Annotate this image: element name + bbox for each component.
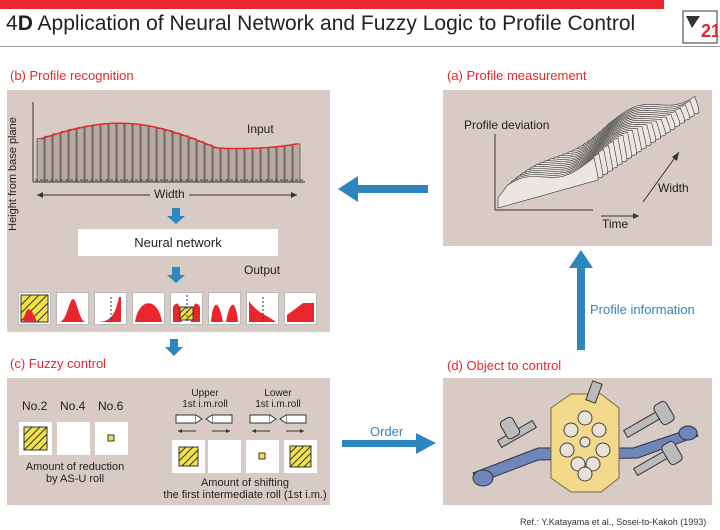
waterfall-curve [497, 157, 599, 209]
profile-bar [60, 131, 69, 183]
y-axis-label: Height from base plane [7, 117, 19, 231]
time-arrow-head [633, 213, 639, 219]
down-flow-arrow-icon [165, 339, 183, 356]
shift-tile-4 [284, 440, 317, 473]
profile-3d-plot [494, 95, 700, 219]
profile-bar [164, 130, 173, 183]
profile-curve [40, 122, 298, 150]
roll-label-no6: No.6 [98, 399, 124, 413]
profile-bar [276, 145, 285, 183]
profile-bar [220, 148, 229, 183]
down-arrow-icon [167, 267, 185, 283]
waterfall-curves [497, 95, 700, 209]
output-pattern-tile [18, 292, 51, 325]
profile-bar [268, 146, 277, 183]
profile-bar [140, 124, 149, 183]
profile-bar [244, 148, 253, 183]
right-flow-arrow-icon [342, 433, 436, 454]
profile-bar [36, 138, 45, 183]
title-letter: D [17, 12, 33, 35]
title-number: 4 [6, 12, 18, 35]
profile-bar [292, 143, 301, 183]
profile-bar [172, 132, 181, 183]
roll-label-no4: No.4 [60, 399, 86, 413]
profile-bar [188, 138, 197, 183]
header-divider [0, 46, 720, 47]
neural-network-box: Neural network [78, 229, 278, 256]
width-arrow-left [37, 192, 43, 198]
profile-bar [156, 128, 165, 183]
width-arrow-line [642, 151, 680, 203]
output-pattern-tile [208, 292, 241, 325]
profile-bar [44, 135, 53, 183]
profile-information-label: Profile information [590, 302, 695, 317]
profile-bar [92, 124, 101, 183]
profile-bar [236, 148, 245, 183]
width-label: Width [658, 181, 689, 195]
profile-bar [116, 122, 125, 183]
svg-text:21: 21 [701, 21, 718, 41]
reference-note: Ref.: Y.Katayama et al., Sosei-to-Kakoh … [520, 517, 707, 527]
shifting-caption: Amount of shifting the first intermediat… [163, 477, 327, 501]
profile-bar [252, 147, 261, 183]
profile-bar [108, 122, 117, 183]
profile-bar [132, 123, 141, 183]
output-pattern-tile [284, 292, 317, 325]
section-b-title: (b) Profile recognition [10, 68, 134, 83]
title-text: Application of Neural Network and Fuzzy … [37, 12, 636, 35]
output-pattern-tile [246, 292, 279, 325]
x-axis-label: Width [150, 187, 189, 201]
section-c-title: (c) Fuzzy control [10, 356, 107, 371]
profile-bar [196, 141, 205, 183]
profile-bar [100, 123, 109, 183]
profile-bar [228, 148, 237, 183]
roll-label-no2: No.2 [22, 399, 48, 413]
profile-bars [36, 122, 301, 183]
section-d-title: (d) Object to control [447, 358, 562, 373]
roll-shift-schematic [175, 414, 307, 433]
input-label: Input [247, 122, 274, 136]
profile-bar [52, 133, 61, 183]
down-arrow-icon [167, 208, 185, 224]
lower-roll-label: Lower 1st i.m.roll [255, 388, 301, 410]
reduction-caption: Amount of reduction by AS-U roll [25, 461, 125, 485]
shift-tile-3 [246, 440, 279, 473]
logo-icon: 21 [682, 10, 718, 44]
output-pattern-tile [170, 292, 203, 325]
up-flow-arrow-icon [569, 250, 593, 350]
rolling-mill-illustration [472, 380, 699, 493]
width-arrow-right [291, 192, 297, 198]
reduction-tile-no2 [19, 422, 52, 455]
profile-bar [148, 126, 157, 183]
profile-bar-chart [32, 102, 305, 283]
profile-bar [124, 123, 133, 183]
output-pattern-tile [56, 292, 89, 325]
output-label: Output [244, 263, 281, 277]
section-a-title: (a) Profile measurement [447, 68, 587, 83]
upper-roll-label: Upper 1st i.m.roll [182, 388, 228, 410]
profile-bar [204, 144, 213, 183]
profile-bar [284, 144, 293, 183]
order-label: Order [370, 424, 404, 439]
profile-bar [260, 147, 269, 183]
profile-bar [212, 147, 221, 183]
reduction-tile-no6 [95, 422, 128, 455]
profile-bar [180, 135, 189, 183]
left-flow-arrow-icon [338, 176, 428, 202]
shift-tile-1 [172, 440, 205, 473]
output-pattern-tile [132, 292, 165, 325]
profile-bar [76, 127, 85, 183]
profile-bar [84, 125, 93, 183]
shift-tile-2 [208, 440, 241, 473]
width-arrow-head [672, 152, 679, 161]
page-title: 4D Application of Neural Network and Fuz… [6, 12, 635, 36]
profile-deviation-label: Profile deviation [464, 118, 550, 132]
time-label: Time [602, 217, 629, 231]
reduction-tile-no4 [57, 422, 90, 455]
header-accent-bar [0, 0, 664, 9]
profile-bar [68, 129, 77, 183]
output-pattern-tile [94, 292, 127, 325]
